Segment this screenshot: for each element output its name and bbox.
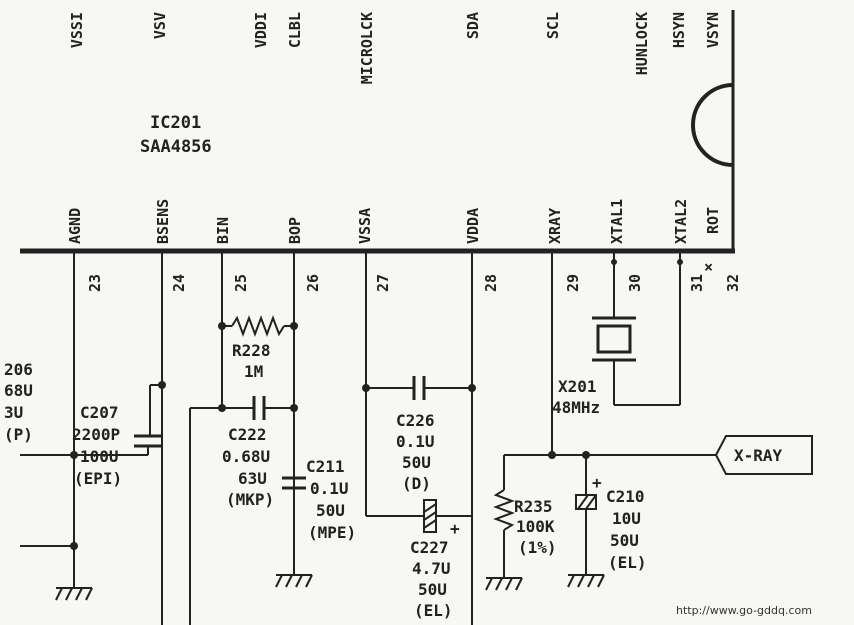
c222-label: 0.68U <box>222 447 270 466</box>
watermark-url: http://www.go-gddq.com <box>676 604 812 617</box>
c210-hatch <box>577 494 589 510</box>
c222-label: (MKP) <box>226 490 274 509</box>
c227-label: C227 <box>410 538 449 557</box>
c227-body <box>423 499 437 533</box>
c207-label: C207 <box>80 403 119 422</box>
bottom-pin-label: BIN <box>214 217 232 244</box>
c207-label: 100U <box>80 447 119 466</box>
top-pin-label: HUNLOCK <box>633 12 651 75</box>
top-pin-label: SCL <box>544 12 562 39</box>
ground-symbol <box>567 574 605 588</box>
c210-label: C210 <box>606 487 645 506</box>
ic-ref: IC201 <box>150 113 201 133</box>
c227-hatch <box>423 519 437 529</box>
r228-label: 1M <box>244 362 263 381</box>
bottom-pin-label: ROT <box>704 207 722 234</box>
junction-dot <box>611 259 617 265</box>
bottom-pin-label: VSSA <box>356 208 374 244</box>
x201-label: X201 <box>558 377 597 396</box>
c227-label: 4.7U <box>412 559 451 578</box>
bottom-pin-label: AGND <box>66 208 84 244</box>
junction-dot <box>218 404 226 412</box>
c222-label: 63U <box>238 469 267 488</box>
c222-label: C222 <box>228 425 267 444</box>
x201-body <box>596 324 632 354</box>
c210-label: 50U <box>610 531 639 550</box>
c206-label: 3U <box>4 403 23 422</box>
pin-number: 24 <box>170 274 188 292</box>
ground-symbol <box>485 577 523 591</box>
top-pin-label: VDDI <box>252 12 270 48</box>
c226-label: 0.1U <box>396 432 435 451</box>
r228-label: R228 <box>232 341 271 360</box>
c210-hatch <box>585 494 597 510</box>
r235-body <box>493 489 515 531</box>
top-pin-label: VSYN <box>704 12 722 48</box>
ic-part: SAA4856 <box>140 137 212 157</box>
pin-number: 28 <box>482 274 500 292</box>
c206-label: 68U <box>4 381 33 400</box>
c207-label: 2200P <box>72 425 120 444</box>
bottom-pin-label: VDDA <box>464 208 482 244</box>
c227-polarity: + <box>450 519 460 538</box>
c210-label: (EL) <box>608 553 647 572</box>
junction-dot <box>70 542 78 550</box>
xray-connector-label: X-RAY <box>734 446 783 465</box>
c206-label: 206 <box>4 360 33 379</box>
junction-dot <box>290 322 298 330</box>
c210-label: 10U <box>612 509 641 528</box>
pin-number: 29 <box>564 274 582 292</box>
c211-label: 50U <box>316 501 345 520</box>
pin-number: 23 <box>86 274 104 292</box>
c226-label: 50U <box>402 453 431 472</box>
ground-symbol <box>55 587 93 601</box>
bottom-pin-label: XRAY <box>546 208 564 244</box>
top-pin-label: HSYN <box>670 12 688 48</box>
c211-label: (MPE) <box>308 523 356 542</box>
r235-label: (1%) <box>518 538 557 557</box>
top-pin-label: SDA <box>464 12 482 39</box>
c210-polarity: + <box>592 473 602 492</box>
pin-number: 27 <box>374 274 392 292</box>
c207-label: (EPI) <box>74 469 122 488</box>
junction-dot <box>218 322 226 330</box>
pin-number: 30 <box>626 274 644 292</box>
pin-number: 25 <box>232 274 250 292</box>
bottom-pin-label: BSENS <box>154 199 172 244</box>
junction-dot <box>290 404 298 412</box>
bottom-pin-label: BOP <box>286 217 304 244</box>
c227-label: 50U <box>418 580 447 599</box>
c227-label: (EL) <box>414 601 453 620</box>
c227-hatch <box>423 503 437 513</box>
top-pin-label: VSV <box>151 12 169 39</box>
c226-label: (D) <box>402 474 431 493</box>
xray-connector: X-RAY <box>714 435 813 475</box>
c226-label: C226 <box>396 411 435 430</box>
c211-label: C211 <box>306 457 345 476</box>
x201-label: 48MHz <box>552 398 600 417</box>
c211-label: 0.1U <box>310 479 349 498</box>
pin-number: 32 <box>724 274 742 292</box>
top-pin-label: MICROLCK <box>358 12 376 84</box>
ic-notch <box>691 83 734 167</box>
pin-number: 26 <box>304 274 322 292</box>
r228-body <box>231 315 285 337</box>
pin-number: 31 <box>688 274 706 292</box>
r235-label: 100K <box>516 517 555 536</box>
bottom-pin-label: XTAL2 <box>672 199 690 244</box>
c206-label: (P) <box>4 425 33 444</box>
top-pin-label: VSSI <box>68 12 86 48</box>
r235-label: R235 <box>514 497 553 516</box>
ground-symbol <box>275 574 313 588</box>
junction-dot <box>677 259 683 265</box>
c227-hatch <box>423 511 437 521</box>
no-connect-mark: × <box>704 258 713 276</box>
bottom-pin-label: XTAL1 <box>608 199 626 244</box>
top-pin-label: CLBL <box>286 12 304 48</box>
